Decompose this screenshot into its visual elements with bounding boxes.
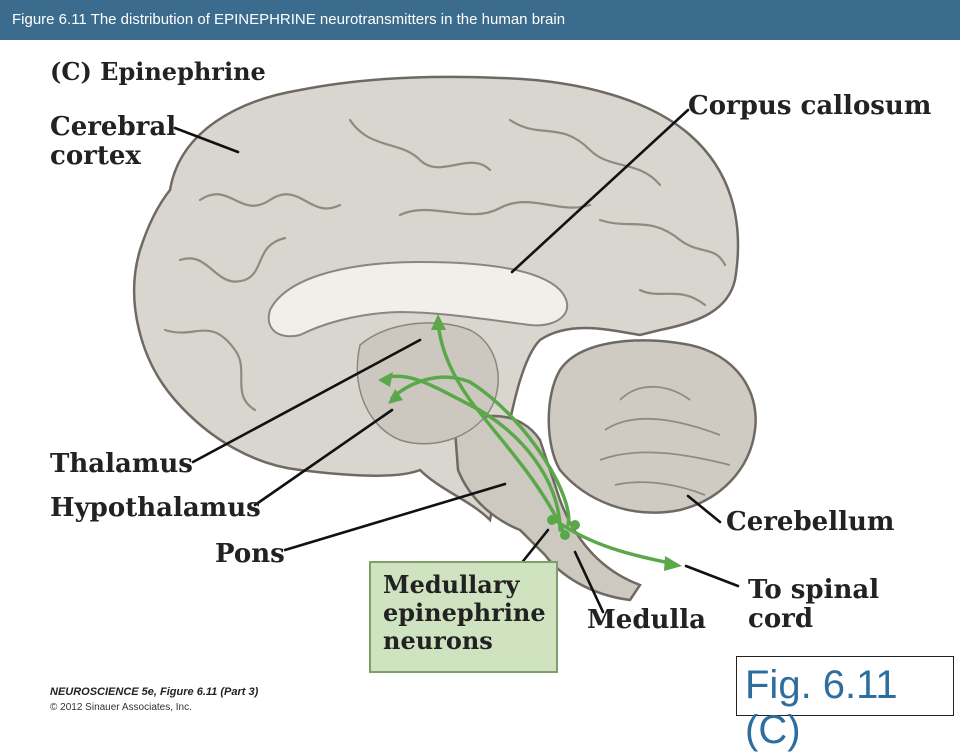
label-hypothalamus: Hypothalamus (50, 493, 261, 523)
gyri-folds (163, 118, 727, 412)
neuron-cell-bodies (547, 515, 580, 540)
slide-title: Figure 6.11 The distribution of EPINEPHR… (12, 11, 566, 28)
label-thalamus: Thalamus (50, 449, 193, 479)
credit-line-1: NEUROSCIENCE 5e, Figure 6.11 (Part 3) (50, 686, 259, 698)
figure-label-box: Fig. 6.11 (C) (736, 656, 954, 752)
label-pons: Pons (215, 539, 285, 569)
figure-label: Fig. 6.11 (C) (745, 663, 898, 752)
cerebellum-folia (599, 385, 731, 496)
label-corpus-callosum: Corpus callosum (688, 91, 932, 121)
title-bar: Figure 6.11 The distribution of EPINEPHR… (0, 0, 960, 40)
label-cerebellum: Cerebellum (726, 507, 895, 537)
pathway-arrowheads (378, 314, 682, 571)
cerebellum-shape (547, 339, 757, 514)
credit-line-2: © 2012 Sinauer Associates, Inc. (50, 702, 192, 713)
corpus-callosum-shape (267, 260, 569, 338)
label-cerebral-cortex: Cerebral cortex (50, 112, 177, 171)
brainstem-shape (453, 414, 642, 602)
epinephrine-pathway (383, 320, 672, 565)
brain-diagram (133, 75, 757, 614)
label-medulla: Medulla (587, 605, 707, 635)
label-to-spinal-cord: To spinal cord (748, 575, 880, 634)
leader-lines (173, 108, 740, 614)
panel-label: (C) Epinephrine (50, 57, 266, 86)
label-medullary-neurons: Medullary epinephrine neurons (383, 570, 546, 655)
medullary-neurons-box: Medullary epinephrine neurons (369, 561, 558, 673)
